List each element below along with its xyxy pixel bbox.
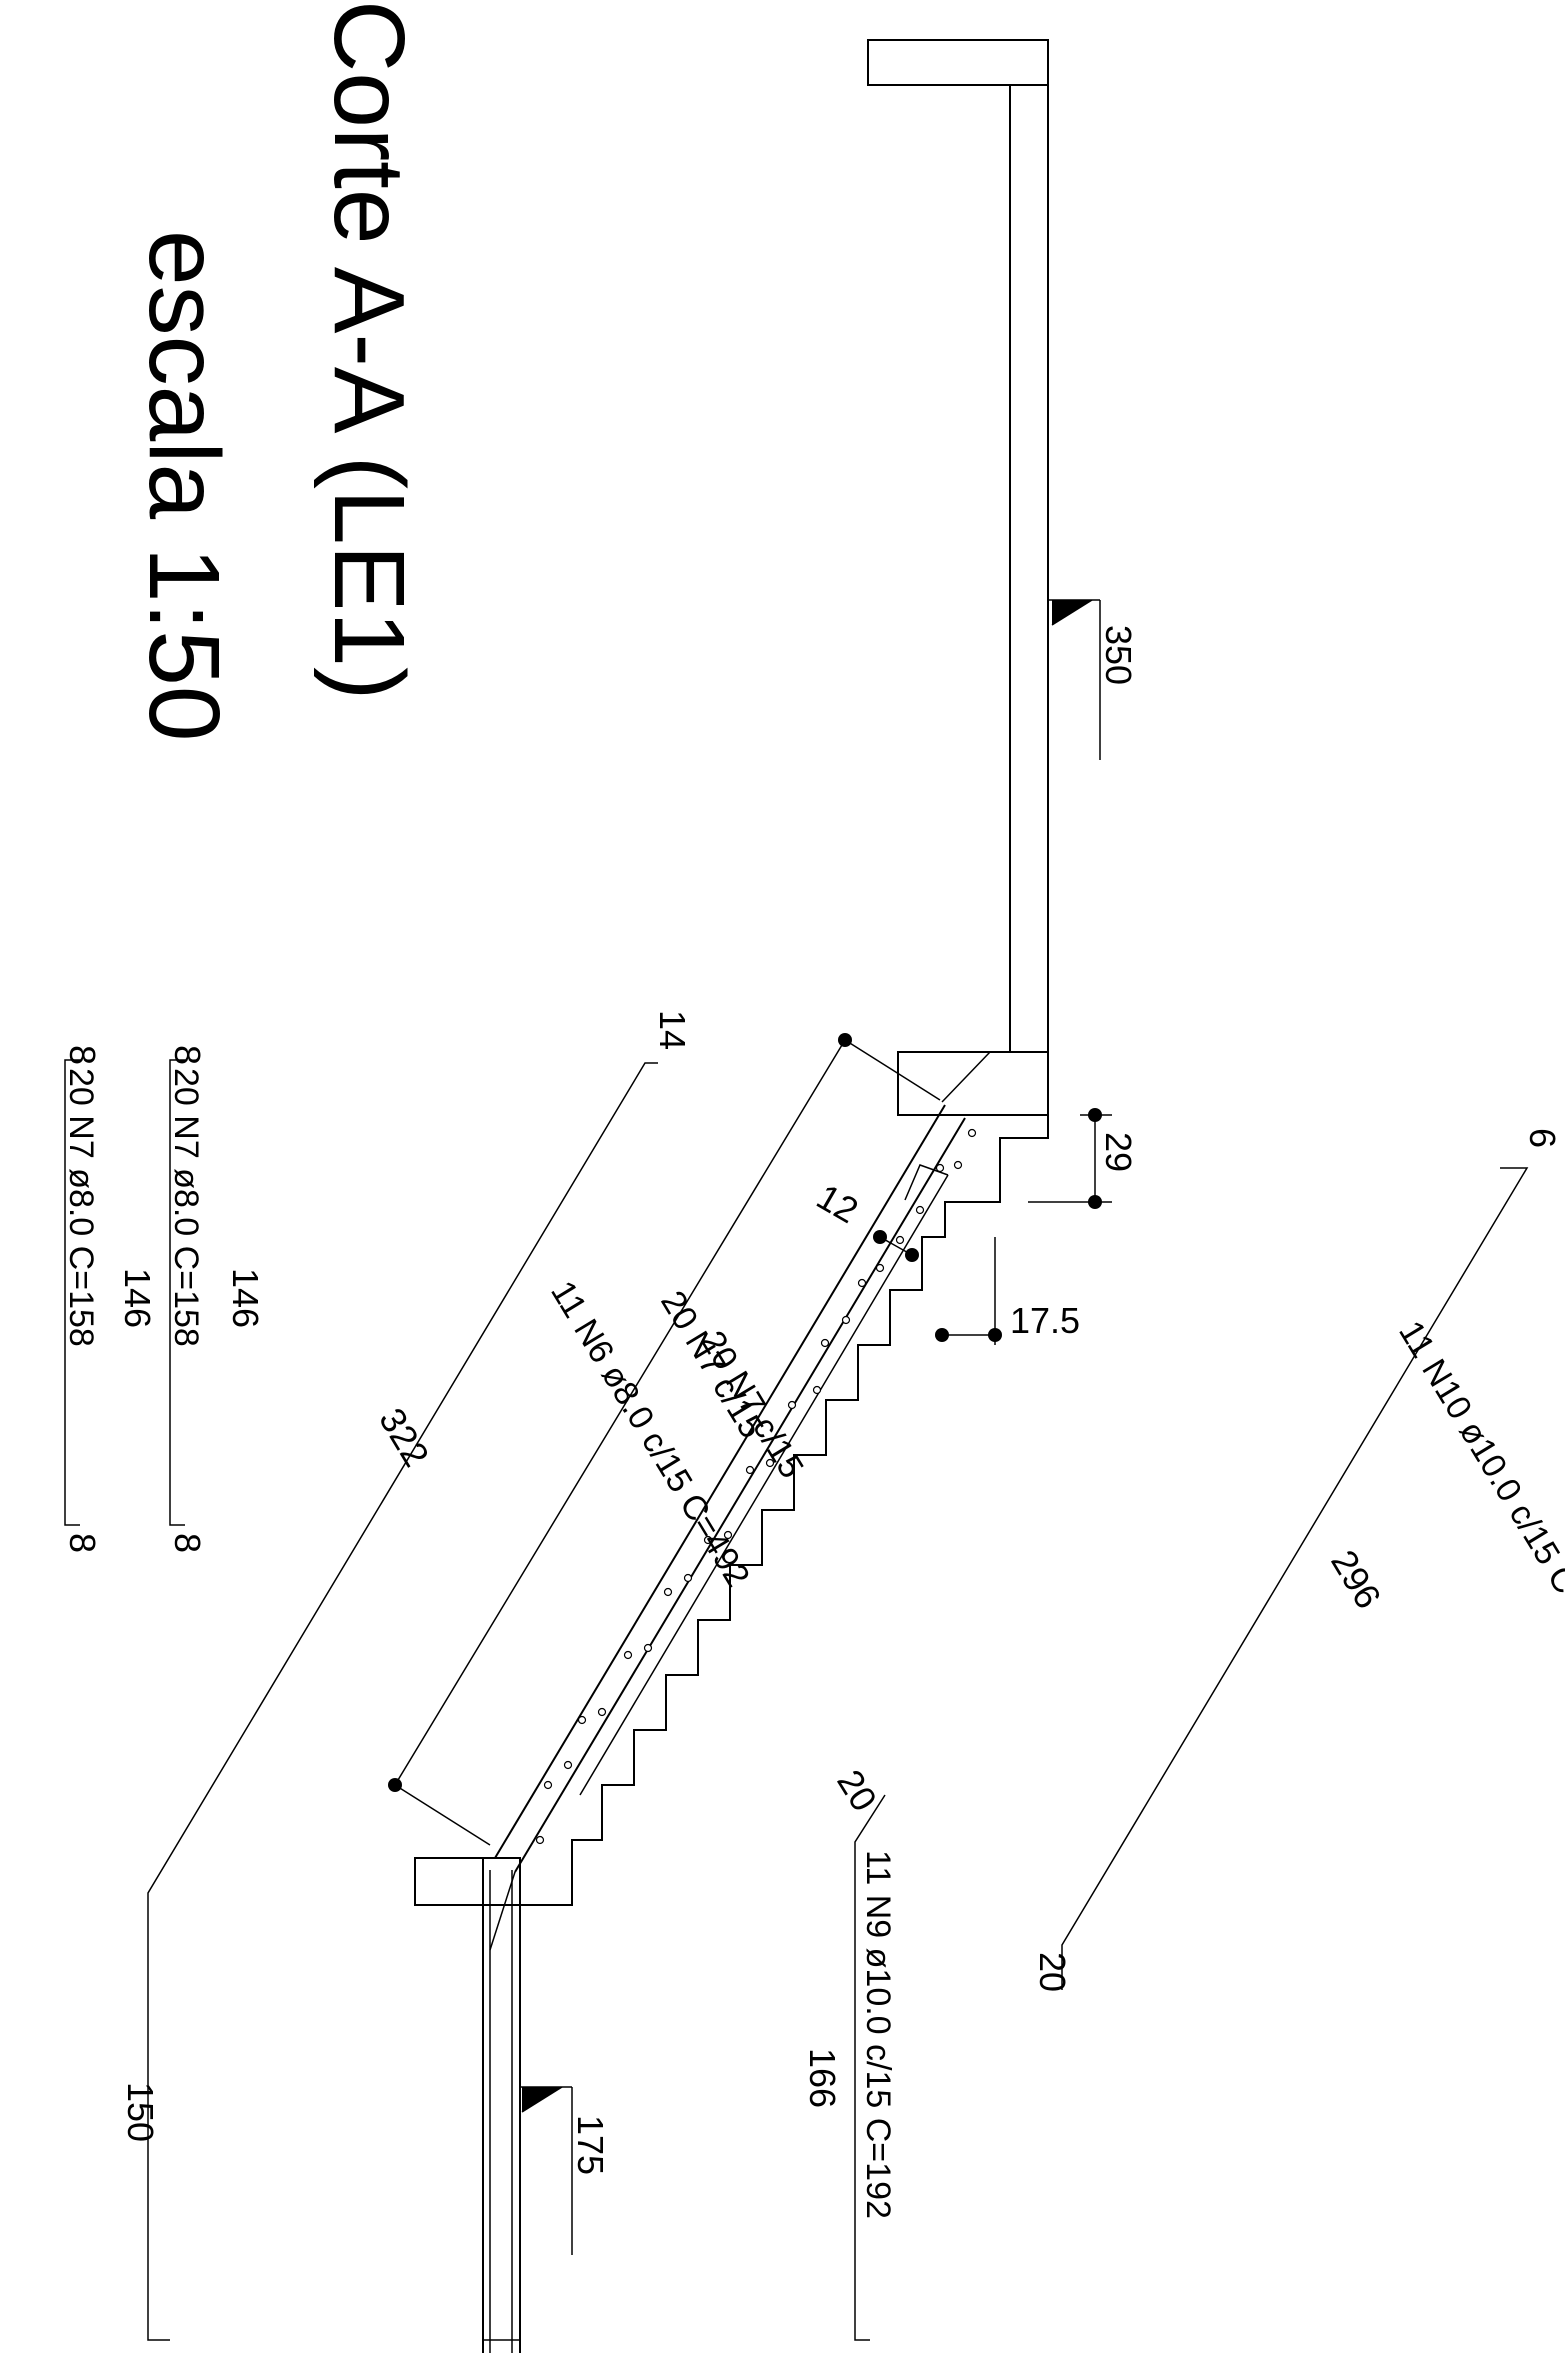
drawing-title: Corte A-A (LE1) (313, 0, 425, 700)
dimension-landing-thickness: 29 (1028, 1108, 1139, 1209)
stair-flight (494, 1104, 1049, 1906)
n7d1-hook-left-label: 8 (167, 1045, 208, 1065)
dimension-riser-height: 17.5 (935, 1237, 1080, 1345)
n6-leg-bottom-label: 150 (120, 2082, 161, 2142)
elevation-marker-top: 350 (1048, 599, 1139, 760)
n6-length-label: 322 (371, 1401, 437, 1474)
n10-length-label: 296 (1323, 1543, 1389, 1616)
n9-hook-top-label: 20 (829, 1763, 885, 1819)
n7d2-hook-right-label: 8 (62, 1533, 103, 1553)
n6-label: 11 N6 ø8.0 c/15 C=492 (543, 1274, 757, 1593)
rebar-n9: 20 11 N9 ø10.0 c/15 C=192 166 (802, 1763, 897, 2341)
n10-label: 11 N10 ø10.0 c/15 C=322 (1391, 1314, 1565, 1665)
n10-hook-top-label: 6 (1522, 1128, 1563, 1148)
n9-label: 11 N9 ø10.0 c/15 C=192 (859, 1850, 897, 2219)
n7d1-label: 20 N7 ø8.0 C=158 (167, 1068, 205, 1347)
upper-landing (867, 39, 1049, 1116)
n10-leg-bottom-label: 20 (1032, 1952, 1073, 1992)
dimension-17-5-label: 17.5 (1010, 1300, 1080, 1341)
rebar-n10: 6 11 N10 ø10.0 c/15 C=322 296 20 (1032, 1128, 1565, 1992)
elevation-marker-bottom: 175 (520, 2086, 611, 2255)
elevation-bottom-label: 175 (570, 2115, 611, 2175)
rebar-n6: 14 11 N6 ø8.0 c/15 C=492 322 150 (120, 1010, 757, 2341)
dimension-slab-thickness: 12 (810, 1176, 919, 1262)
n7d2-length-label: 146 (117, 1268, 158, 1328)
drawing-scale: escala 1:50 (128, 230, 240, 741)
elevation-top-label: 350 (1098, 625, 1139, 685)
lower-landing (414, 1857, 521, 2353)
distribution-bars (535, 1128, 977, 1845)
n7d2-hook-left-label: 8 (62, 1045, 103, 1065)
n7d2-label: 20 N7 ø8.0 C=158 (62, 1068, 100, 1347)
n9-length-label: 166 (802, 2048, 843, 2108)
n7d1-length-label: 146 (225, 1268, 266, 1328)
n7d1-hook-right-label: 8 (167, 1533, 208, 1553)
dimension-12-label: 12 (810, 1176, 865, 1232)
n7-bottom-label: 20 N7 c/15 (653, 1284, 771, 1444)
rebar-n7-detail-1: 8 146 20 N7 ø8.0 C=158 8 (167, 1045, 266, 1553)
rebar-n7-detail-2: 8 146 20 N7 ø8.0 C=158 8 (62, 1045, 158, 1553)
dimension-29-label: 29 (1098, 1132, 1139, 1172)
n6-hook-top-label: 14 (652, 1010, 693, 1050)
